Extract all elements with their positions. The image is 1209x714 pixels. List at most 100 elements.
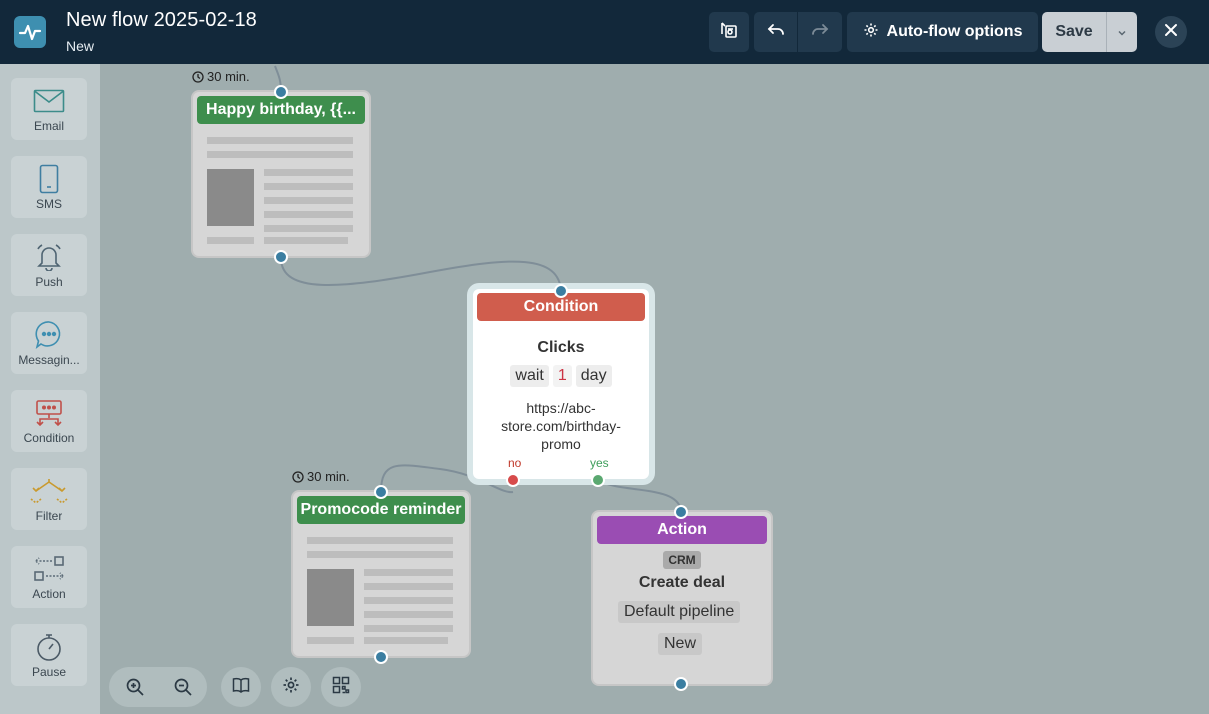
wait-number-chip: 1 — [552, 365, 572, 387]
yes-output-port[interactable] — [591, 473, 605, 487]
condition-node[interactable]: Condition Clicks wait 1 day https://abc-… — [473, 289, 649, 479]
preview-line — [264, 183, 353, 190]
email-node-header: Happy birthday, {{... — [197, 96, 365, 124]
flow-status: New — [66, 38, 95, 54]
block-palette: Email SMS Push Messagin... Condition Fil… — [0, 64, 100, 714]
guide-button[interactable] — [221, 667, 261, 707]
auto-flow-options-label: Auto-flow options — [886, 23, 1023, 40]
palette-item-email[interactable]: Email — [11, 78, 87, 140]
close-button[interactable] — [1155, 16, 1187, 48]
action-icon — [32, 553, 66, 585]
input-port[interactable] — [554, 284, 568, 298]
palette-item-sms[interactable]: SMS — [11, 156, 87, 218]
palette-label: SMS — [35, 197, 62, 211]
clock-icon — [292, 470, 304, 483]
palette-item-push[interactable]: Push — [11, 234, 87, 296]
palette-label: Messagin... — [18, 353, 80, 367]
output-port[interactable] — [374, 650, 388, 664]
wait-settings: wait 1 day — [473, 365, 649, 387]
clock-icon — [192, 70, 204, 83]
no-output-port[interactable] — [506, 473, 520, 487]
close-icon — [1164, 23, 1178, 42]
condition-title: Clicks — [537, 339, 585, 356]
input-port[interactable] — [674, 505, 688, 519]
redo-icon — [811, 21, 829, 44]
flow-title[interactable]: New flow 2025-02-18 — [66, 9, 257, 31]
bell-icon — [34, 241, 64, 273]
undo-icon — [767, 21, 785, 44]
action-node[interactable]: Action CRM Create deal Default pipeline … — [593, 512, 771, 684]
save-button[interactable]: Save — [1055, 23, 1093, 40]
qr-code-icon — [332, 676, 350, 699]
zoom-controls — [109, 667, 207, 707]
book-icon — [232, 677, 250, 698]
condition-icon — [34, 397, 64, 429]
redo-button[interactable] — [798, 12, 842, 52]
envelope-icon — [33, 85, 65, 117]
palette-label: Push — [35, 275, 63, 289]
palette-item-filter[interactable]: Filter — [11, 468, 87, 530]
action-title: Create deal — [638, 574, 726, 591]
input-port[interactable] — [374, 485, 388, 499]
preview-line — [307, 551, 453, 558]
top-bar: New flow 2025-02-18 New Auto-flow option… — [0, 0, 1209, 64]
output-port[interactable] — [274, 250, 288, 264]
flow-canvas[interactable]: 30 min. Happy birthday, {{... Condition … — [100, 64, 1209, 714]
preview-line — [207, 237, 254, 244]
zoom-in-icon[interactable] — [125, 677, 145, 702]
input-port[interactable] — [274, 85, 288, 99]
palette-label: Email — [33, 119, 64, 133]
filter-icon — [30, 475, 68, 507]
preview-line — [264, 211, 353, 218]
pipeline-chip: Default pipeline — [618, 601, 741, 623]
preview-line — [307, 637, 354, 644]
save-group: Save — [1042, 12, 1137, 52]
preview-line — [307, 537, 453, 544]
yes-label: yes — [590, 456, 609, 470]
preview-line — [264, 169, 353, 176]
caret-down-icon — [1117, 23, 1127, 41]
palette-item-pause[interactable]: Pause — [11, 624, 87, 686]
preview-line — [364, 583, 453, 590]
phone-icon — [39, 163, 59, 195]
save-options-button[interactable] — [1107, 12, 1137, 52]
delay-text: 30 min. — [307, 469, 350, 484]
palette-item-condition[interactable]: Condition — [11, 390, 87, 452]
test-flow-button[interactable] — [709, 12, 749, 52]
no-label: no — [508, 456, 522, 470]
preview-line — [364, 569, 453, 576]
preview-image — [207, 169, 254, 226]
stopwatch-icon — [34, 631, 64, 663]
preview-line — [364, 597, 453, 604]
stage-chip: New — [658, 633, 703, 655]
email-node-header: Promocode reminder — [297, 496, 465, 524]
email-node[interactable]: Promocode reminder — [293, 492, 469, 656]
test-flow-icon — [719, 20, 739, 45]
wait-chip: wait — [510, 365, 549, 387]
output-port[interactable] — [674, 677, 688, 691]
email-node[interactable]: Happy birthday, {{... — [193, 92, 369, 256]
action-node-header: Action — [597, 516, 767, 544]
preview-image — [307, 569, 354, 626]
canvas-settings-button[interactable] — [271, 667, 311, 707]
palette-label: Pause — [31, 665, 67, 679]
delay-label: 30 min. — [292, 469, 350, 484]
settings-icon — [282, 676, 300, 699]
crm-badge: CRM — [663, 551, 701, 569]
palette-label: Action — [32, 587, 66, 601]
qr-code-button[interactable] — [321, 667, 361, 707]
gear-icon — [863, 22, 879, 43]
palette-label: Filter — [35, 509, 63, 523]
auto-flow-options-button[interactable]: Auto-flow options — [847, 12, 1038, 52]
delay-text: 30 min. — [207, 69, 250, 84]
palette-item-messaging[interactable]: Messagin... — [11, 312, 87, 374]
preview-line — [364, 611, 453, 618]
palette-item-action[interactable]: Action — [11, 546, 87, 608]
preview-line — [264, 197, 353, 204]
palette-label: Condition — [23, 431, 75, 445]
logo-icon[interactable] — [14, 16, 46, 48]
preview-line — [364, 625, 453, 632]
preview-line — [264, 225, 353, 232]
zoom-out-icon[interactable] — [173, 677, 193, 702]
undo-button[interactable] — [754, 12, 798, 52]
